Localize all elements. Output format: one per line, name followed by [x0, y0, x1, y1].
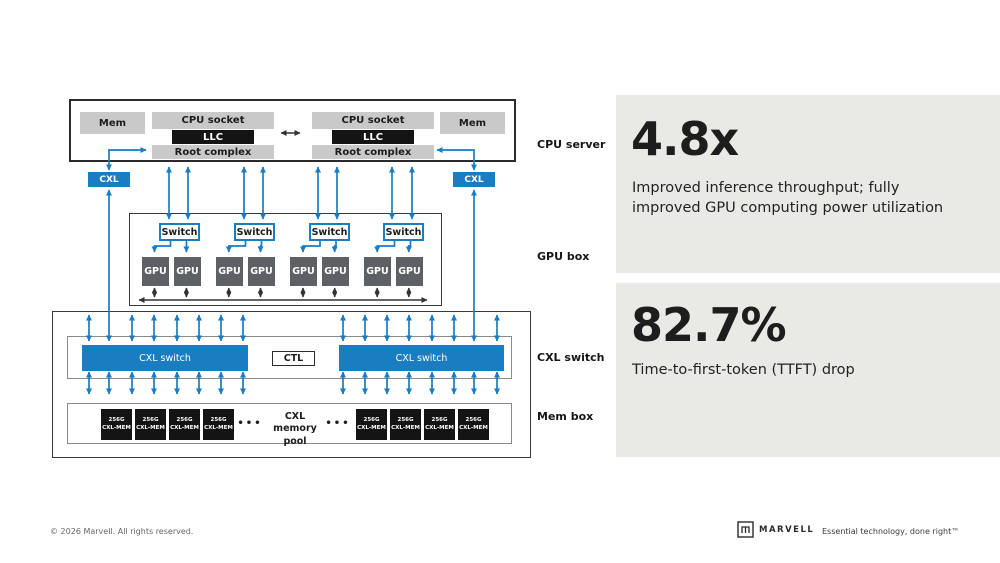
mem-block-left: Mem — [80, 112, 145, 134]
pool-line1: CXL — [284, 411, 306, 422]
section-label-cpu-server: CPU server — [537, 138, 606, 151]
llc-block: LLC — [171, 129, 255, 145]
chip-type: CXL-MEM — [357, 424, 386, 431]
gpu-box: Switch Switch Switch Switch GPU GPU GPU … — [129, 213, 442, 306]
cpu-socket-left: CPU socket LLC Root complex — [152, 112, 274, 160]
chip-type: CXL-MEM — [425, 424, 454, 431]
root-complex-block: Root complex — [312, 145, 434, 159]
chip-type: CXL-MEM — [204, 424, 233, 431]
marvell-logo-icon — [737, 521, 754, 538]
gpu-block-3: GPU — [216, 257, 243, 286]
stat-desc-line2: improved GPU computing power utilization — [632, 199, 944, 216]
ctl-box: CTL — [272, 351, 315, 366]
chip-capacity: 256G — [142, 417, 159, 424]
marvell-brand-block: MARVELL — [737, 521, 814, 538]
gpu-block-6: GPU — [322, 257, 349, 286]
stat-value-throughput: 4.8x — [631, 112, 739, 166]
switch-box-4: Switch — [383, 223, 424, 241]
stat-desc-throughput: Improved inference throughput; fully imp… — [632, 179, 943, 218]
cpu-server-box: Mem CPU socket LLC Root complex CPU sock… — [69, 99, 516, 162]
stat-panel-throughput: 4.8x Improved inference throughput; full… — [616, 95, 1000, 273]
cpu-socket-label: CPU socket — [312, 112, 434, 129]
cxl-tag-right: CXL — [453, 172, 495, 187]
gpu-block-5: GPU — [290, 257, 317, 286]
chip-type: CXL-MEM — [170, 424, 199, 431]
chip-capacity: 256G — [363, 417, 380, 424]
chip-capacity: 256G — [397, 417, 414, 424]
gpu-block-2: GPU — [174, 257, 201, 286]
chip-type: CXL-MEM — [102, 424, 131, 431]
chip-type: CXL-MEM — [459, 424, 488, 431]
chip-capacity: 256G — [431, 417, 448, 424]
gpu-block-8: GPU — [396, 257, 423, 286]
cpu-gpu-link-arrows — [166, 166, 415, 220]
mem-label: Mem — [458, 117, 487, 129]
stat-desc-line1: Improved inference throughput; fully — [632, 180, 900, 196]
root-complex-block: Root complex — [152, 145, 274, 159]
chip-type: CXL-MEM — [136, 424, 165, 431]
switch-box-3: Switch — [309, 223, 350, 241]
chip-type: CXL-MEM — [391, 424, 420, 431]
stat-panel-ttft: 82.7% Time-to-first-token (TTFT) drop — [616, 283, 1000, 457]
switch-box-1: Switch — [159, 223, 200, 241]
gpu-block-4: GPU — [248, 257, 275, 286]
cxl-switch-row: CXL switch CTL CXL switch — [67, 336, 512, 379]
mem-label: Mem — [98, 117, 127, 129]
cpu-socket-label: CPU socket — [152, 112, 274, 129]
dots-left: ••• — [237, 418, 263, 429]
marvell-tagline: Essential technology, done right™ — [822, 527, 960, 536]
chip-capacity: 256G — [108, 417, 125, 424]
section-label-gpu-box: GPU box — [537, 250, 590, 263]
footer-copyright: © 2026 Marvell. All rights reserved. — [50, 527, 194, 536]
section-label-cxl-switch: CXL switch — [537, 351, 605, 364]
stat-value-ttft: 82.7% — [631, 298, 787, 352]
mem-block-right: Mem — [440, 112, 505, 134]
stat-desc-ttft: Time-to-first-token (TTFT) drop — [632, 362, 855, 378]
chip-capacity: 256G — [210, 417, 227, 424]
chip-capacity: 256G — [176, 417, 193, 424]
switch-box-2: Switch — [234, 223, 275, 241]
gpu-block-7: GPU — [364, 257, 391, 286]
section-label-mem-box: Mem box — [537, 410, 594, 423]
chip-capacity: 256G — [465, 417, 482, 424]
marvell-brand: MARVELL — [759, 524, 815, 535]
llc-block: LLC — [331, 129, 415, 145]
dots-right: ••• — [325, 418, 351, 429]
cxl-switch-left: CXL switch — [82, 345, 248, 371]
gpu-block-1: GPU — [142, 257, 169, 286]
pool-line2: memory pool — [273, 423, 317, 447]
cpu-socket-right: CPU socket LLC Root complex — [312, 112, 434, 160]
cxl-tag-left: CXL — [88, 172, 130, 187]
cxl-switch-right: CXL switch — [339, 345, 504, 371]
